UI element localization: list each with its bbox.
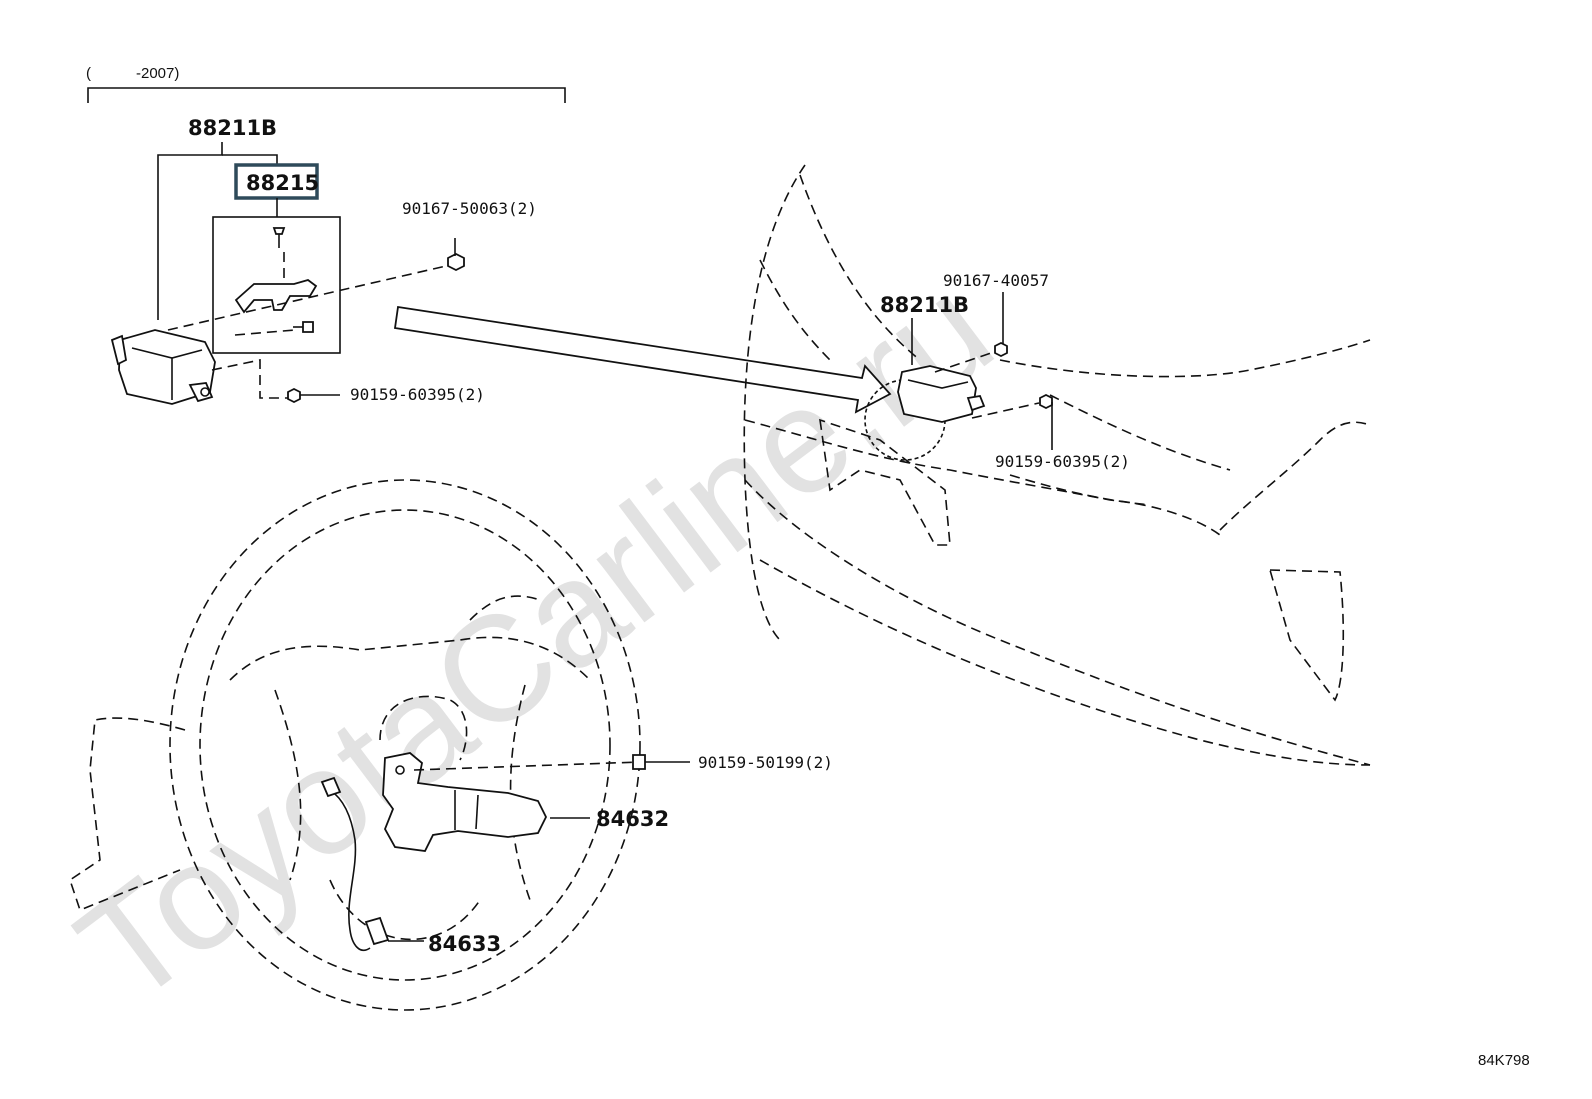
screw-icon <box>632 754 690 770</box>
location-arrow-icon <box>393 305 892 414</box>
bolt-icon <box>447 238 465 272</box>
part-label-88211b-right[interactable]: 88211B <box>880 293 969 317</box>
part-label-90159-50199[interactable]: 90159-50199(2) <box>698 753 833 772</box>
sensor-bracket-icon <box>234 279 318 314</box>
date-range-label: ( -2007) <box>86 65 179 82</box>
car-front-outline <box>743 164 1371 766</box>
part-label-84632[interactable]: 84632 <box>596 807 669 831</box>
part-label-90159-60395-right[interactable]: 90159-60395(2) <box>995 452 1130 471</box>
reference-code: 84K798 <box>1478 1052 1530 1069</box>
screw-icon <box>293 321 314 333</box>
part-label-88211b-left[interactable]: 88211B <box>188 116 277 140</box>
part-label-90167-50063[interactable]: 90167-50063(2) <box>402 199 537 218</box>
highlight-box-88215[interactable] <box>234 163 319 200</box>
part-label-88215[interactable]: 88215 <box>246 171 319 195</box>
cruise-control-switch <box>382 752 548 852</box>
bolt-icon <box>994 341 1008 358</box>
wire-harness <box>320 776 390 952</box>
part-label-84633[interactable]: 84633 <box>428 932 501 956</box>
radar-sensor-unit-left <box>110 329 216 405</box>
radar-sensor-unit-right <box>897 365 986 423</box>
leader-88211b-branch <box>222 154 278 165</box>
part-label-90159-60395-left[interactable]: 90159-60395(2) <box>350 385 485 404</box>
screw-icon <box>272 227 286 248</box>
bolt-icon <box>1039 393 1053 410</box>
steering-wheel-outline <box>69 479 641 1011</box>
sensor-bracket-box <box>212 216 341 354</box>
leader-88211b-left <box>157 142 223 320</box>
date-range-bracket <box>87 87 566 103</box>
part-label-90167-40057[interactable]: 90167-40057 <box>943 271 1049 290</box>
bolt-icon <box>287 387 340 404</box>
